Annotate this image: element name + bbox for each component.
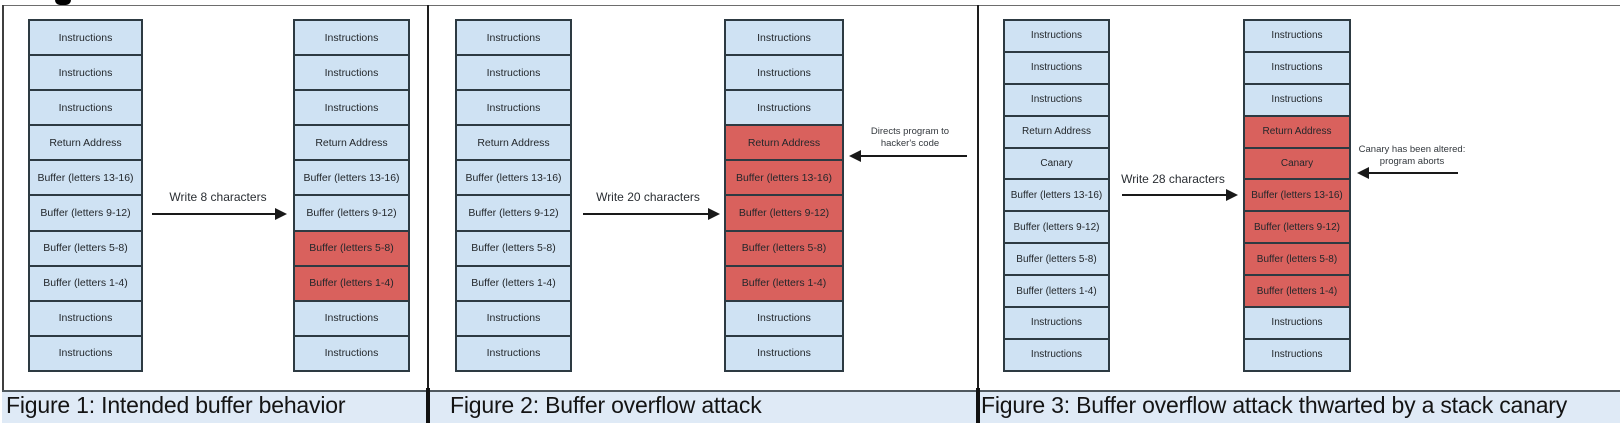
annotation-line: Directs program to [870, 126, 950, 137]
stack-cell: Return Address [1243, 114, 1351, 149]
annotation-line: program aborts [1379, 155, 1445, 167]
cropped-text-fragment [55, 0, 71, 5]
annotation-line: Canary has been altered: [1358, 144, 1466, 155]
stack-cell: Buffer (letters 5-8) [724, 229, 844, 267]
stack-cell: Buffer (letters 1-4) [1003, 274, 1110, 309]
stack-cell: Buffer (letters 13-16) [1243, 178, 1351, 213]
write-arrow-label: Write 20 characters [596, 190, 700, 204]
stack-cell: Instructions [293, 334, 410, 372]
annotation-arrow [849, 150, 967, 162]
annotation-line: hacker's code [880, 137, 940, 149]
stack-cell: Return Address [455, 124, 572, 162]
caption-band [2, 390, 1620, 423]
figure-caption: Figure 1: Intended buffer behavior [6, 392, 346, 418]
stack-cell: Instructions [293, 19, 410, 57]
stack-cell: Buffer (letters 13-16) [1003, 178, 1110, 213]
stack-cell: Instructions [1243, 82, 1351, 117]
stack-cell: Buffer (letters 5-8) [455, 229, 572, 267]
stack-cell: Instructions [1003, 50, 1110, 85]
column-divider [976, 388, 980, 423]
stack-cell: Instructions [724, 299, 844, 337]
column-divider [426, 388, 430, 423]
stack-cell: Buffer (letters 9-12) [28, 194, 143, 232]
stack-cell: Buffer (letters 9-12) [1243, 210, 1351, 245]
stack-cell: Instructions [1003, 337, 1110, 372]
stack-cell: Instructions [724, 19, 844, 57]
stack-cell: Instructions [455, 19, 572, 57]
stack-cell: Buffer (letters 1-4) [455, 264, 572, 302]
annotation-arrow [1357, 167, 1458, 179]
stack-cell: Instructions [1243, 50, 1351, 85]
stack-cell: Instructions [724, 54, 844, 92]
stack-cell: Buffer (letters 13-16) [28, 159, 143, 197]
stack-cell: Buffer (letters 5-8) [1003, 242, 1110, 277]
stack-cell: Instructions [1003, 19, 1110, 53]
stack-cell: Return Address [28, 124, 143, 162]
stack-cell: Instructions [293, 299, 410, 337]
stack-cell: Buffer (letters 5-8) [28, 229, 143, 267]
stack-cell: Buffer (letters 13-16) [724, 159, 844, 197]
stack-cell: Instructions [455, 89, 572, 127]
stack-cell: Buffer (letters 13-16) [455, 159, 572, 197]
annotation-text: Directs program to hacker's code [843, 126, 977, 149]
stack-cell: Return Address [724, 124, 844, 162]
table-border-top [2, 5, 1620, 6]
stack-cell: Buffer (letters 1-4) [1243, 274, 1351, 309]
stack-cell: Buffer (letters 1-4) [28, 264, 143, 302]
write-arrow [152, 208, 287, 220]
write-arrow [1122, 189, 1238, 201]
stack-cell: Instructions [724, 89, 844, 127]
stack-cell: Canary [1003, 146, 1110, 181]
table-border-left [2, 5, 4, 423]
stack-cell: Instructions [1003, 82, 1110, 117]
stack-cell: Instructions [28, 19, 143, 57]
stack-cell: Instructions [455, 299, 572, 337]
write-arrow-label: Write 8 characters [169, 190, 267, 204]
column-divider [977, 5, 979, 423]
stack-cell: Instructions [455, 54, 572, 92]
stack-cell: Instructions [293, 89, 410, 127]
stack-cell: Instructions [293, 54, 410, 92]
stack-cell: Buffer (letters 5-8) [1243, 242, 1351, 277]
stack-cell: Instructions [455, 334, 572, 372]
stack-cell: Instructions [724, 334, 844, 372]
write-arrow-label: Write 28 characters [1121, 172, 1225, 186]
stack-cell: Instructions [1243, 337, 1351, 372]
stack-cell: Instructions [28, 299, 143, 337]
write-arrow [583, 208, 720, 220]
stack-cell: Buffer (letters 13-16) [293, 159, 410, 197]
stack-cell: Instructions [28, 54, 143, 92]
stack-cell: Instructions [28, 334, 143, 372]
stack-cell: Buffer (letters 9-12) [293, 194, 410, 232]
stack-cell: Instructions [1243, 19, 1351, 53]
column-divider [427, 5, 429, 423]
stack-cell: Canary [1243, 146, 1351, 181]
stack-cell: Buffer (letters 1-4) [724, 264, 844, 302]
stack-cell: Return Address [1003, 114, 1110, 149]
stack-cell: Buffer (letters 9-12) [724, 194, 844, 232]
stack-cell: Instructions [28, 89, 143, 127]
stack-cell: Buffer (letters 9-12) [455, 194, 572, 232]
figure-caption: Figure 2: Buffer overflow attack [450, 392, 762, 418]
annotation-text: Canary has been altered: program aborts [1350, 144, 1474, 167]
stack-cell: Buffer (letters 9-12) [1003, 210, 1110, 245]
stack-cell: Return Address [293, 124, 410, 162]
stack-cell: Buffer (letters 5-8) [293, 229, 410, 267]
figure-caption: Figure 3: Buffer overflow attack thwarte… [981, 392, 1568, 418]
stack-cell: Instructions [1243, 306, 1351, 340]
stack-cell: Buffer (letters 1-4) [293, 264, 410, 302]
stack-cell: Instructions [1003, 306, 1110, 340]
